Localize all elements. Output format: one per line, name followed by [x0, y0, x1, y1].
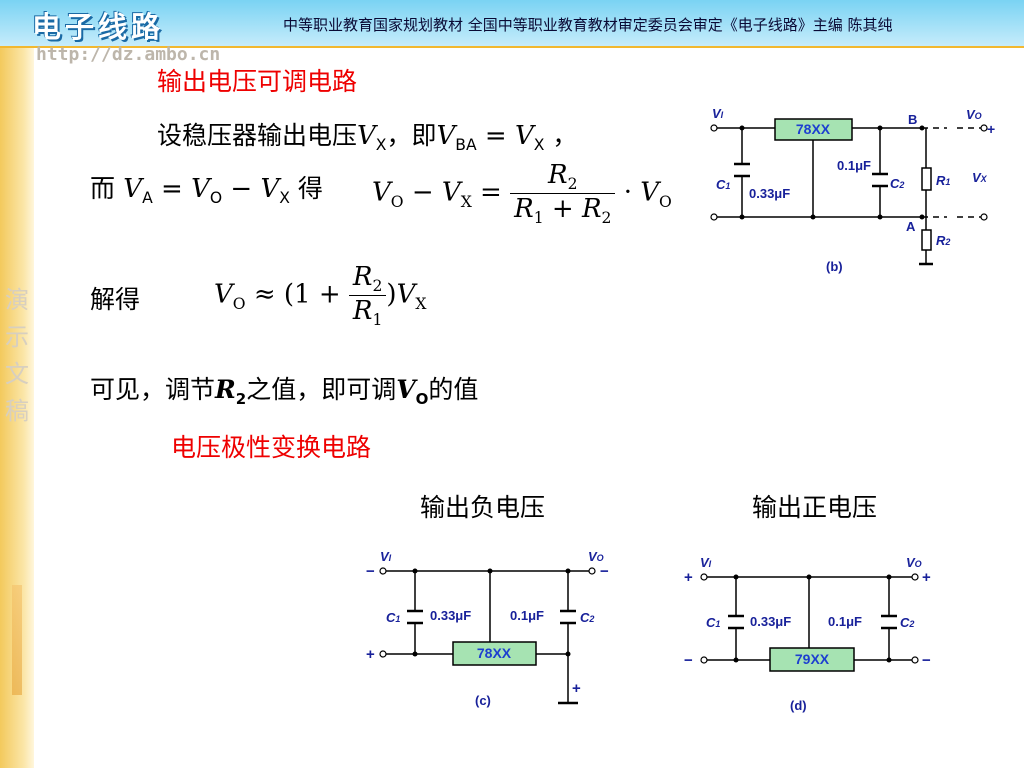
svg-text:C2: C2: [890, 176, 904, 191]
chip-d: [769, 647, 855, 672]
intro-mid: ，即: [386, 121, 437, 150]
circuit-d: 79ΧΧ VI VO C1 C2 0.33μF 0.1μF + − + − (d…: [684, 555, 931, 713]
svg-text:B: B: [908, 112, 917, 127]
intro-prefix: 设稳压器输出电压: [157, 121, 358, 150]
svg-text:A: A: [906, 219, 916, 234]
svg-text:VO: VO: [588, 549, 604, 564]
get-text: 得: [297, 174, 323, 203]
svg-text:0.33μF: 0.33μF: [430, 608, 471, 623]
formula-vba: VBA = VX: [436, 121, 545, 155]
svg-text:+: +: [684, 569, 693, 586]
svg-text:0.1μF: 0.1μF: [510, 608, 544, 623]
svg-text:R1: R1: [936, 173, 950, 188]
svg-text:VI: VI: [712, 106, 724, 121]
svg-text:C1: C1: [706, 615, 720, 630]
svg-text:C1: C1: [716, 177, 730, 192]
fraction-divider: R2 R1 + R2: [510, 160, 616, 227]
label-negative-output: 输出负电压: [420, 493, 546, 522]
svg-text:79ΧΧ: 79ΧΧ: [795, 651, 830, 667]
svg-text:VI: VI: [380, 549, 392, 564]
chip-b: [774, 118, 853, 141]
svg-text:−: −: [366, 563, 375, 580]
sidebar: 演示文稿: [0, 0, 34, 768]
svg-text:(d): (d): [790, 698, 807, 713]
formula-vx: VX: [357, 121, 387, 155]
svg-text:+: +: [987, 121, 995, 137]
svg-text:+: +: [922, 569, 931, 586]
fraction-r2-r1: R2 R1: [348, 262, 387, 329]
svg-text:(c): (c): [475, 693, 491, 708]
logo-text: 电子线路: [32, 10, 165, 44]
conclusion-prefix: 可见，调节: [90, 375, 216, 404]
section-title-polarity: 电压极性变换电路: [171, 433, 372, 462]
conclusion-line: 可见，调节R2之值，即可调VO的值: [90, 375, 479, 408]
header-info: 中等职业教育国家规划教材 全国中等职业教育教材审定委员会审定《电子线路》主编 陈…: [283, 16, 893, 34]
intro-line: 设稳压器输出电压VX，即VBA = VX ，: [157, 121, 578, 155]
svg-text:0.1μF: 0.1μF: [828, 614, 862, 629]
solve-text: 解得: [90, 285, 141, 314]
and-line: 而 VA = VO − VX 得: [90, 169, 323, 207]
site-url: http://dz.ambo.cn: [36, 44, 221, 65]
circuit-c: 78ΧΧ VI VO C1 C2 0.33μF 0.1μF − + − + (c…: [366, 549, 609, 708]
formula-va: VA = VO − VX: [123, 174, 290, 208]
section-title-adjustable: 输出电压可调电路: [157, 67, 358, 96]
svg-text:78ΧΧ: 78ΧΧ: [477, 645, 512, 661]
conclusion-suffix: 的值: [428, 375, 479, 404]
formula-divider: VO − VX = R2 R1 + R2 · VO: [372, 160, 672, 228]
chip-c: [452, 641, 537, 666]
svg-text:C2: C2: [580, 610, 594, 625]
svg-text:0.1μF: 0.1μF: [837, 158, 871, 173]
svg-text:0.33μF: 0.33μF: [750, 614, 791, 629]
svg-text:(b): (b): [826, 259, 843, 274]
label-positive-output: 输出正电压: [752, 493, 878, 522]
sidebar-vertical-text: 演示文稿: [5, 286, 29, 425]
svg-text:−: −: [922, 652, 931, 669]
svg-text:+: +: [572, 680, 581, 697]
svg-text:R2: R2: [936, 233, 950, 248]
svg-text:VO: VO: [966, 107, 982, 122]
svg-text:78ΧΧ: 78ΧΧ: [796, 121, 831, 137]
and-text: 而: [90, 174, 116, 203]
svg-text:VX: VX: [972, 170, 988, 185]
svg-text:0.33μF: 0.33μF: [749, 186, 790, 201]
conclusion-mid: 之值，即可调: [246, 375, 397, 404]
svg-text:−: −: [684, 652, 693, 669]
formula-result: VO ≈ (1 + R2 R1 )VX: [214, 262, 427, 330]
circuit-b: 78ΧΧ VI VO C1 C2 R1 R2 VX 0.33μF 0.1μF B…: [710, 106, 995, 274]
svg-text:C1: C1: [386, 610, 400, 625]
svg-text:+: +: [366, 646, 375, 663]
svg-text:C2: C2: [900, 615, 914, 630]
header-banner: 电子线路 中等职业教育国家规划教材 全国中等职业教育教材审定委员会审定《电子线路…: [0, 0, 1024, 48]
svg-text:VI: VI: [700, 555, 712, 570]
sidebar-decoration: [12, 585, 22, 695]
svg-text:−: −: [600, 563, 609, 580]
svg-text:VO: VO: [906, 555, 922, 570]
